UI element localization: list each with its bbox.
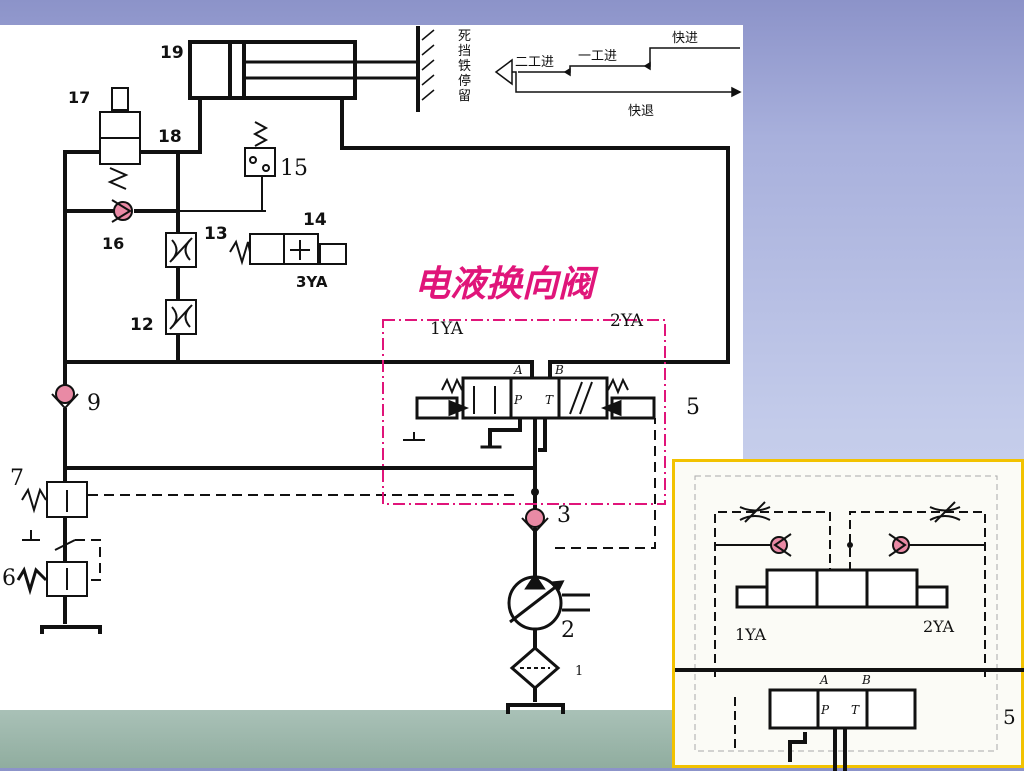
label-5: 5 [686, 395, 700, 420]
check-valves [51, 199, 549, 534]
solenoid-valve-14 [229, 233, 347, 266]
label-second-feed: 二工进 [515, 55, 554, 70]
label-2: 2 [561, 618, 575, 643]
inset-label-5: 5 [1003, 705, 1016, 729]
label-6: 6 [2, 566, 16, 591]
label-12: 12 [130, 315, 154, 335]
label-1: 1 [575, 664, 583, 679]
label-15: 15 [280, 156, 308, 181]
port-b: B [554, 363, 564, 377]
pump-2 [507, 573, 590, 631]
pilot-lines [75, 418, 656, 581]
diagram-title: 电液换向阀 [414, 263, 599, 305]
stop-char-4: 停 [458, 73, 471, 89]
stop-char-1: 死 [458, 29, 471, 44]
pilot-valve-inset: 1YA 2YA A B P T 5 [672, 459, 1024, 771]
label-3ya: 3YA [296, 273, 328, 291]
label-18: 18 [158, 127, 182, 147]
dead-stop-hatch [421, 29, 435, 101]
inset-label-2ya: 2YA [923, 617, 955, 636]
filter-1 [509, 646, 561, 690]
pipe-lines [40, 26, 730, 714]
label-fast-forward: 快进 [672, 31, 698, 46]
sequence-valves [16, 481, 88, 597]
port-a: A [513, 363, 523, 377]
label-2ya: 2YA [610, 311, 644, 331]
stop-char-5: 留 [458, 89, 471, 104]
check-valve-3 [521, 488, 549, 534]
label-fast-return: 快退 [628, 104, 654, 119]
work-cycle-labels: 死 挡 铁 停 留 二工进 一工进 快进 快退 [458, 29, 698, 119]
throttle-valves [165, 232, 197, 335]
label-19: 19 [160, 43, 184, 63]
port-p: P [513, 393, 523, 407]
label-9: 9 [87, 391, 101, 416]
cylinder-19 [188, 40, 357, 100]
inset-port-a: A [819, 673, 829, 687]
valve-5-springs [441, 377, 629, 395]
stop-char-3: 铁 [458, 59, 471, 74]
inset-label-1ya: 1YA [735, 625, 767, 644]
label-first-feed: 一工进 [578, 49, 617, 64]
inset-main-valve [768, 688, 917, 730]
inset-port-t: T [851, 703, 860, 717]
inset-pilot-valve [735, 568, 949, 609]
electro-hydraulic-valve-box [382, 319, 666, 505]
inset-port-b: B [861, 673, 871, 687]
directional-valve-5 [415, 376, 656, 420]
inset-check-valves [715, 533, 985, 557]
label-16: 16 [102, 234, 124, 253]
port-t: T [545, 393, 554, 407]
label-14: 14 [303, 210, 327, 230]
label-1ya: 1YA [430, 319, 464, 339]
inset-pilot-lines [714, 511, 986, 752]
label-17: 17 [68, 88, 90, 107]
label-13: 13 [204, 224, 228, 244]
check-valve-16 [111, 199, 133, 223]
label-3: 3 [557, 503, 571, 528]
label-7: 7 [10, 466, 24, 491]
check-valve-9 [51, 384, 79, 410]
work-cycle-arrows [494, 47, 742, 98]
stop-char-2: 挡 [458, 44, 471, 59]
inset-port-p: P [820, 703, 830, 717]
inset-throttles [739, 501, 961, 523]
inset-schematic: 1YA 2YA A B P T 5 [675, 475, 1024, 771]
pressure-switch-15 [244, 121, 276, 211]
pressure-relay-17 [99, 87, 141, 190]
